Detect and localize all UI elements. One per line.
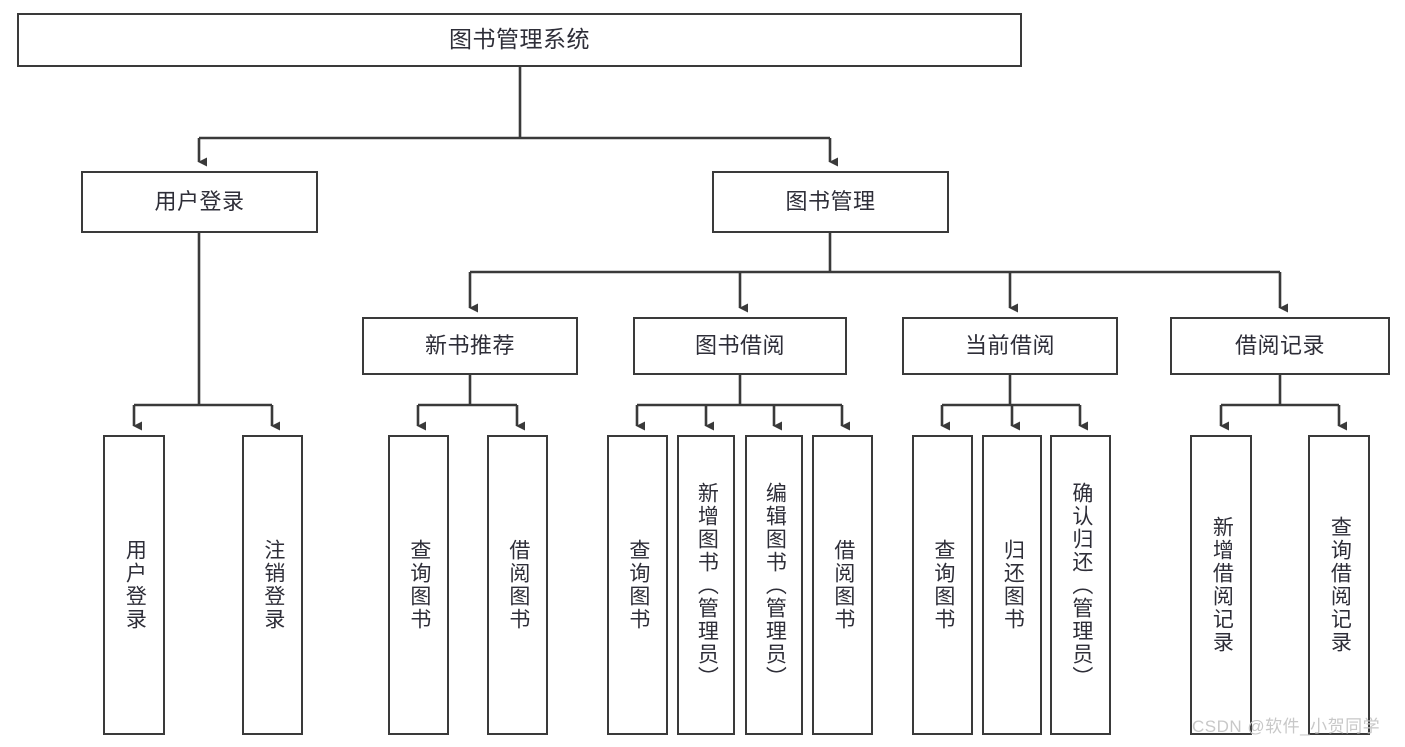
- node-leaf-confirm-return[interactable]: 确认归还（管理员）: [1050, 435, 1111, 735]
- node-leaf-query-record[interactable]: 查询借阅记录: [1308, 435, 1370, 735]
- node-bookmgmt[interactable]: 图书管理: [712, 171, 949, 233]
- node-label-bookmgmt: 图书管理: [785, 188, 876, 214]
- node-label-leaf-borrow-book-1: 借阅图书: [506, 539, 530, 631]
- node-label-leaf-return-book: 归还图书: [1001, 539, 1025, 631]
- node-leaf-user-login[interactable]: 用户登录: [103, 435, 165, 735]
- node-leaf-borrow-book-1[interactable]: 借阅图书: [487, 435, 548, 735]
- node-label-leaf-confirm-return: 确认归还（管理员）: [1069, 481, 1093, 689]
- node-label-current: 当前借阅: [964, 332, 1055, 358]
- node-leaf-add-record[interactable]: 新增借阅记录: [1190, 435, 1252, 735]
- node-borrow[interactable]: 图书借阅: [633, 317, 847, 375]
- node-label-leaf-query-book-1: 查询图书: [407, 539, 431, 631]
- connector-group: [132, 67, 1347, 431]
- node-root[interactable]: 图书管理系统: [17, 13, 1022, 67]
- node-leaf-edit-book[interactable]: 编辑图书（管理员）: [745, 435, 803, 735]
- node-label-leaf-logout: 注销登录: [261, 539, 285, 631]
- node-leaf-query-book-3[interactable]: 查询图书: [912, 435, 973, 735]
- node-label-leaf-query-book-3: 查询图书: [931, 539, 955, 631]
- node-label-record: 借阅记录: [1234, 332, 1325, 358]
- node-label-newbook: 新书推荐: [424, 332, 515, 358]
- node-record[interactable]: 借阅记录: [1170, 317, 1390, 375]
- node-label-leaf-add-book: 新增图书（管理员）: [695, 481, 719, 689]
- node-label-login: 用户登录: [154, 188, 245, 214]
- node-label-leaf-query-book-2: 查询图书: [626, 539, 650, 631]
- node-leaf-return-book[interactable]: 归还图书: [982, 435, 1042, 735]
- node-label-leaf-query-record: 查询借阅记录: [1328, 516, 1352, 654]
- node-leaf-query-book-1[interactable]: 查询图书: [388, 435, 449, 735]
- node-newbook[interactable]: 新书推荐: [362, 317, 578, 375]
- node-label-borrow: 图书借阅: [694, 332, 785, 358]
- node-label-leaf-edit-book: 编辑图书（管理员）: [763, 481, 787, 689]
- node-label-leaf-add-record: 新增借阅记录: [1210, 516, 1234, 654]
- node-leaf-add-book[interactable]: 新增图书（管理员）: [677, 435, 735, 735]
- node-label-root: 图书管理系统: [449, 26, 590, 53]
- node-leaf-logout[interactable]: 注销登录: [242, 435, 303, 735]
- node-login[interactable]: 用户登录: [81, 171, 318, 233]
- node-current[interactable]: 当前借阅: [902, 317, 1118, 375]
- node-label-leaf-user-login: 用户登录: [123, 539, 147, 631]
- node-label-leaf-borrow-book-2: 借阅图书: [831, 539, 855, 631]
- node-leaf-query-book-2[interactable]: 查询图书: [607, 435, 668, 735]
- node-leaf-borrow-book-2[interactable]: 借阅图书: [812, 435, 873, 735]
